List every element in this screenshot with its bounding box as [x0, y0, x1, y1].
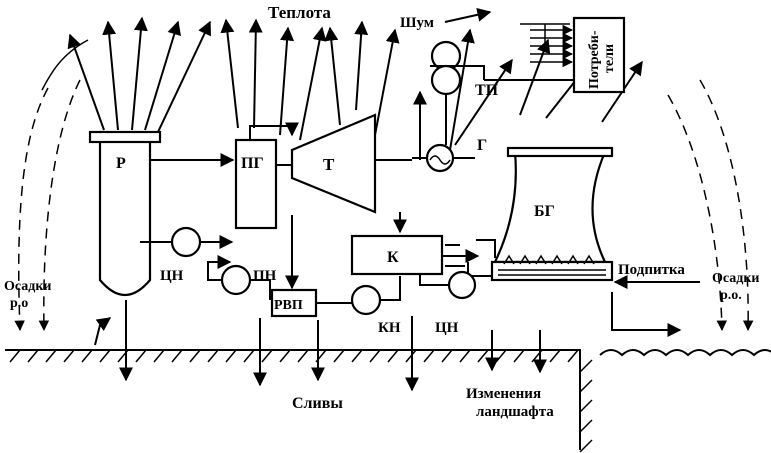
heat-arrows — [67, 16, 643, 160]
circ-pump-right — [447, 270, 477, 300]
label-reactor: Р — [116, 155, 126, 172]
label-precip-left-1: Осадки — [4, 279, 52, 294]
landscape-wave — [599, 349, 771, 357]
transformer — [430, 40, 485, 145]
label-steam-generator: ПГ — [241, 155, 264, 172]
precipitation-right-arrows — [667, 79, 754, 332]
label-precip-right-1: Осадки — [712, 271, 760, 286]
condensate-pump — [350, 284, 382, 316]
label-generator: Г — [477, 137, 487, 154]
consumers-box — [484, 16, 626, 94]
regen-heater — [270, 288, 318, 318]
label-landscape-1: Изменения — [466, 386, 541, 402]
label-transformer: ТП — [475, 82, 499, 99]
drain-arrows — [119, 300, 547, 392]
label-cooling-tower: БГ — [534, 203, 555, 220]
label-condenser: К — [387, 249, 399, 266]
ground — [5, 349, 593, 453]
label-consumers-1: Потреби- — [587, 30, 602, 89]
label-precip-right-2: р.о. — [720, 288, 742, 303]
label-drains: Сливы — [292, 395, 343, 412]
label-condensate-pump: КН — [378, 320, 401, 336]
turbine — [290, 113, 377, 214]
label-precip-left-2: р.о — [10, 296, 28, 311]
label-consumers-2: тели — [602, 44, 617, 73]
cooling-tower — [467, 146, 614, 282]
circ-pump-left — [170, 226, 202, 258]
label-noise: Шум — [400, 15, 434, 31]
label-turbine: Т — [323, 155, 335, 174]
label-heat: Теплота — [268, 3, 331, 22]
generator — [412, 143, 475, 173]
reactor — [88, 130, 162, 296]
label-regen-heater: РВП — [274, 298, 303, 313]
label-feed-pump: ПН — [253, 268, 277, 284]
label-circ-pump-right: ЦН — [435, 320, 459, 336]
noise-arrow — [444, 7, 492, 23]
steam-generator — [234, 138, 278, 230]
label-circ-pump-left: ЦН — [160, 268, 184, 284]
feed-pump — [220, 264, 252, 296]
label-makeup: Подпитка — [618, 262, 685, 278]
label-landscape-2: ландшафта — [476, 404, 554, 420]
